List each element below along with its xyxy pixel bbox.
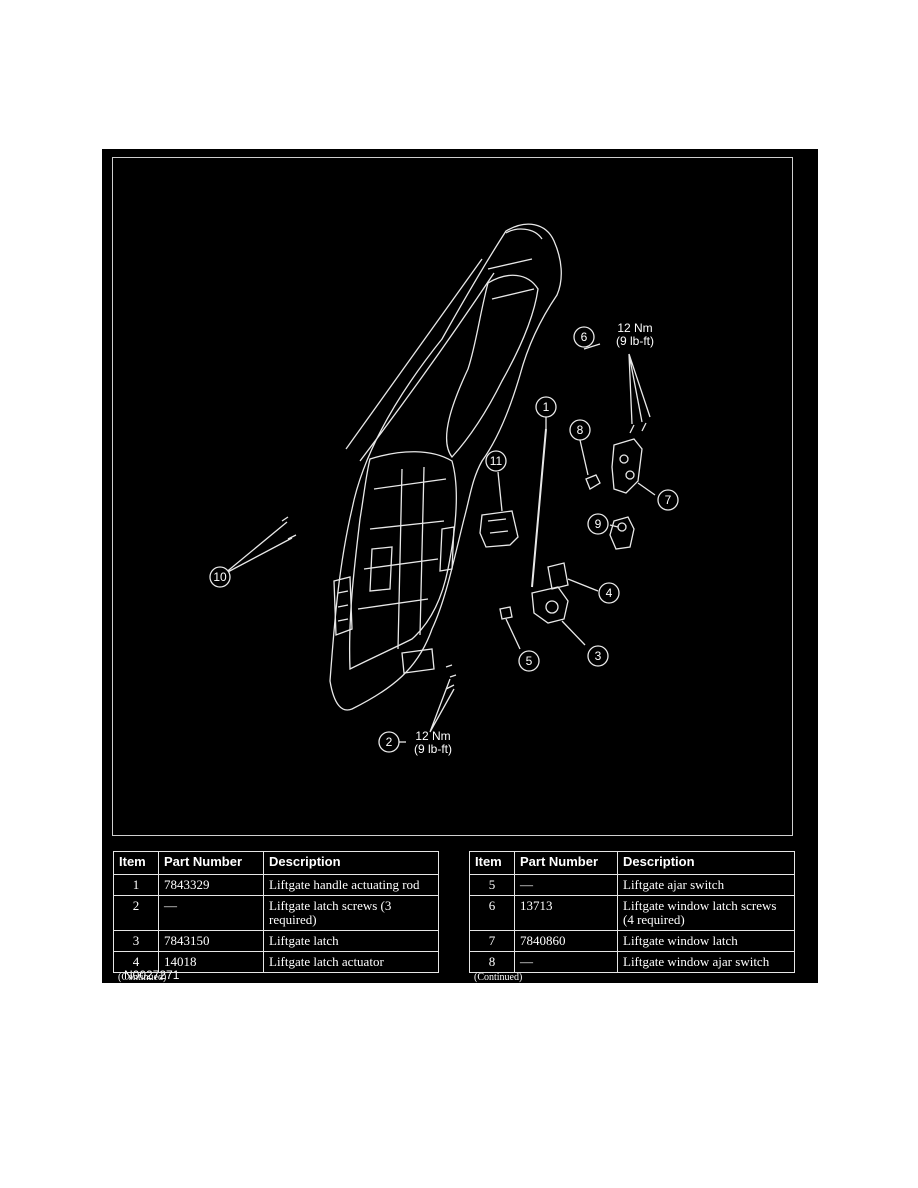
table-row: 1 7843329 Liftgate handle actuating rod <box>113 874 439 896</box>
figure-panel: 1 2 3 4 5 6 7 8 9 10 11 12 Nm (9 lb-ft) … <box>102 149 818 983</box>
table-row: 4 14018 Liftgate latch actuator <box>113 951 439 973</box>
row-part: 7840860 <box>514 930 618 952</box>
row-item: 3 <box>113 930 159 952</box>
callout-11: 11 <box>490 454 503 468</box>
header-item: Item <box>113 851 159 875</box>
torque-label-top: 12 Nm (9 lb-ft) <box>600 322 670 348</box>
row-item: 2 <box>113 895 159 931</box>
table-row: 5 — Liftgate ajar switch <box>469 874 795 896</box>
row-item: 7 <box>469 930 515 952</box>
table-row: 2 — Liftgate latch screws (3 required) <box>113 895 439 931</box>
callout-6: 6 <box>581 330 588 344</box>
torque-label-bottom: 12 Nm (9 lb-ft) <box>398 730 468 756</box>
header-part-number: Part Number <box>514 851 618 875</box>
header-part-number: Part Number <box>158 851 264 875</box>
callout-3: 3 <box>595 649 602 663</box>
callout-5: 5 <box>526 654 533 668</box>
row-desc: Liftgate ajar switch <box>617 874 795 896</box>
callout-9: 9 <box>595 517 602 531</box>
torque-alt: (9 lb-ft) <box>615 334 654 348</box>
table-header: Item Part Number Description <box>469 851 795 875</box>
row-desc: Liftgate handle actuating rod <box>263 874 439 896</box>
table-row: 8 — Liftgate window ajar switch <box>469 951 795 973</box>
row-desc: Liftgate latch screws (3 required) <box>263 895 439 931</box>
table-row: 6 13713 Liftgate window latch screws (4 … <box>469 895 795 931</box>
row-part: — <box>514 951 618 973</box>
row-desc: Liftgate window latch screws (4 required… <box>617 895 795 931</box>
callout-10: 10 <box>213 570 227 584</box>
table-row: 3 7843150 Liftgate latch <box>113 930 439 952</box>
illustration-frame <box>112 157 793 836</box>
row-part: — <box>514 874 618 896</box>
row-desc: Liftgate latch <box>263 930 439 952</box>
torque-value: 12 Nm <box>415 729 451 743</box>
table-header: Item Part Number Description <box>113 851 439 875</box>
row-part: 14018 <box>158 951 264 973</box>
row-part: 13713 <box>514 895 618 931</box>
row-item: 5 <box>469 874 515 896</box>
liftgate-illustration: 1 2 3 4 5 6 7 8 9 10 11 <box>209 223 679 753</box>
parts-table-left: Item Part Number Description 1 7843329 L… <box>113 851 439 973</box>
row-item: 8 <box>469 951 515 973</box>
torque-value: 12 Nm <box>617 321 653 335</box>
torque-alt: (9 lb-ft) <box>413 742 452 756</box>
row-part: — <box>158 895 264 931</box>
callout-1: 1 <box>543 400 550 414</box>
header-description: Description <box>617 851 795 875</box>
row-part: 7843150 <box>158 930 264 952</box>
row-item: 4 <box>113 951 159 973</box>
callout-2: 2 <box>386 735 393 749</box>
row-item: 6 <box>469 895 515 931</box>
row-desc: Liftgate latch actuator <box>263 951 439 973</box>
row-desc: Liftgate window latch <box>617 930 795 952</box>
callout-8: 8 <box>577 423 584 437</box>
continued-left: (Continued) <box>118 972 167 983</box>
header-item: Item <box>469 851 515 875</box>
table-row: 7 7840860 Liftgate window latch <box>469 930 795 952</box>
header-description: Description <box>263 851 439 875</box>
row-desc: Liftgate window ajar switch <box>617 951 795 973</box>
continued-right: (Continued) <box>474 972 523 983</box>
parts-table-right: Item Part Number Description 5 — Liftgat… <box>469 851 795 973</box>
row-part: 7843329 <box>158 874 264 896</box>
callout-4: 4 <box>606 586 613 600</box>
callout-7: 7 <box>665 493 672 507</box>
row-item: 1 <box>113 874 159 896</box>
